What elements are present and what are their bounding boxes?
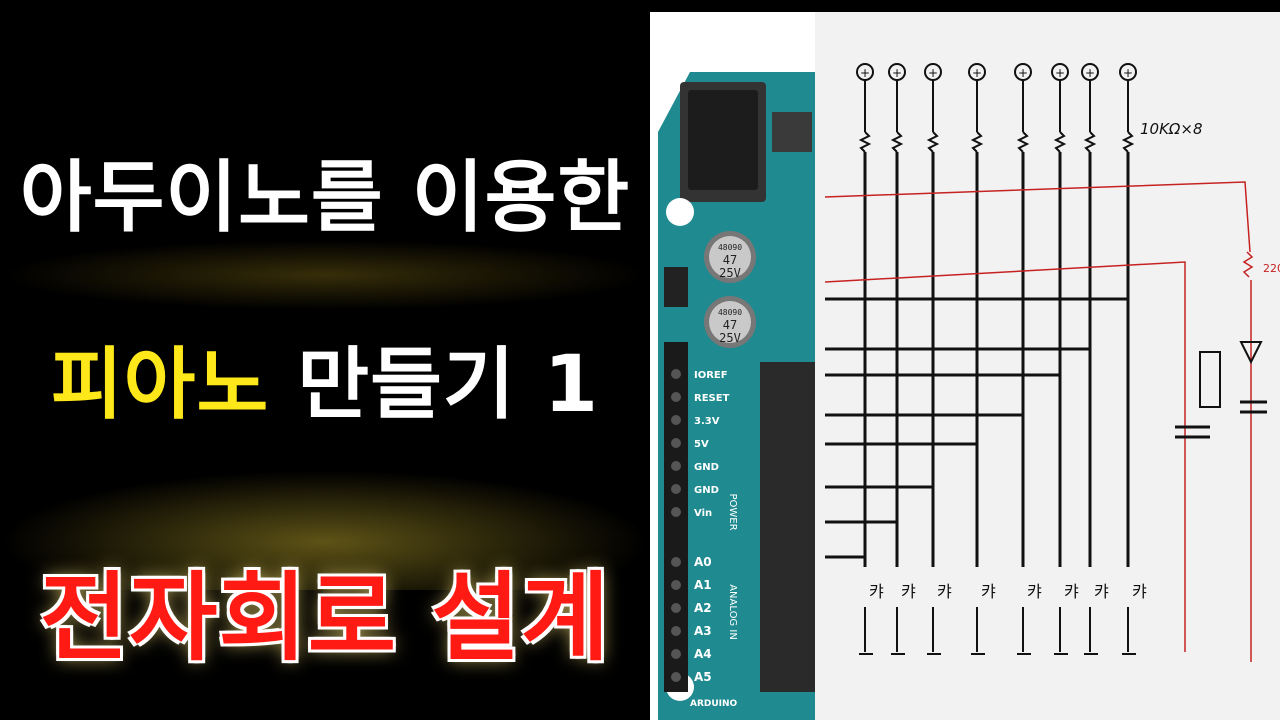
analog-pin-label: A5 <box>694 670 712 684</box>
buzzer-symbol <box>1199 351 1221 408</box>
analog-header-label: ANALOG IN <box>727 584 738 640</box>
resistor-symbol <box>1016 131 1030 153</box>
cap-2-value: 47 <box>723 318 737 332</box>
red-wire-top <box>824 181 1251 253</box>
cap-2-label: 48090 <box>718 308 742 317</box>
power-pin-hole <box>671 392 681 402</box>
diode <box>664 267 688 307</box>
power-pin-hole <box>671 461 681 471</box>
power-pin-hole <box>671 507 681 517</box>
plus-symbol: + <box>928 66 938 80</box>
analog-pin-hole <box>671 649 681 659</box>
power-pin-label: GND <box>694 485 719 496</box>
schematic-sheet: + 캬 + 캬 + 캬 + 캬 + 캬 + 캬 + 캬 + 캬 10KΩ×8 220 <box>815 12 1280 720</box>
row-wire <box>825 485 935 495</box>
schematic-drawing: + 캬 + 캬 + 캬 + 캬 + 캬 + 캬 + 캬 + 캬 10KΩ×8 220 <box>824 63 1280 662</box>
switch-symbol: 캬 <box>869 582 884 601</box>
power-pin-label: 5V <box>694 439 709 450</box>
row-wire <box>825 297 1130 307</box>
power-pin-labels: IOREF RESET 3.3V 5V GND GND Vin <box>671 369 730 519</box>
resistor-symbol <box>1083 131 1097 153</box>
cap-1-value: 47 <box>723 253 737 267</box>
analog-pin-label: A3 <box>694 624 712 638</box>
switch-symbol: 캬 <box>1027 582 1042 601</box>
power-pin-label: Vin <box>694 508 712 519</box>
power-pin-label: GND <box>694 462 719 473</box>
led-resistor-note: 220 <box>1263 262 1280 275</box>
plus-symbol: + <box>1018 66 1028 80</box>
analog-pin-label: A0 <box>694 555 712 569</box>
brand-label: ARDUINO <box>690 699 738 709</box>
power-header-label: POWER <box>727 493 738 530</box>
cap-2-volt: 25V <box>719 331 741 345</box>
schematic-wires: + 캬 + 캬 + 캬 + 캬 + 캬 + 캬 + 캬 + 캬 <box>824 63 1267 662</box>
resistor-symbol <box>1121 131 1135 153</box>
red-wire-mid <box>824 261 1186 652</box>
analog-pin-hole <box>671 603 681 613</box>
switch-symbol: 캬 <box>937 582 952 601</box>
plus-symbol: + <box>892 66 902 80</box>
title-panel: 아두이노를 이용한 피아노 만들기 1 전자회로 설계 <box>0 153 650 674</box>
mount-hole-1 <box>666 198 694 226</box>
title-line-2: 피아노 만들기 1 <box>0 322 650 434</box>
glow-band-bottom <box>0 470 650 590</box>
switch-symbol: 캬 <box>981 582 996 601</box>
title-line-1: 아두이노를 이용한 <box>19 153 631 243</box>
plus-symbol: + <box>1123 66 1133 80</box>
atmega-chip <box>760 362 815 692</box>
analog-pin-hole <box>671 580 681 590</box>
arduino-board-drawing: 48090 47 25V 48090 47 25V IOREF RESET 3.3V… <box>658 72 818 720</box>
resistor-symbol <box>858 131 872 153</box>
power-pin-hole <box>671 438 681 448</box>
arduino-board-photo: 48090 47 25V 48090 47 25V IOREF RESET 3.3V… <box>650 12 818 720</box>
plus-symbol: + <box>1055 66 1065 80</box>
row-wire <box>825 373 1062 383</box>
power-pin-label: IOREF <box>694 370 728 381</box>
resistor-note: 10KΩ×8 <box>1140 120 1203 138</box>
cap-1-label: 48090 <box>718 243 742 252</box>
led-symbol <box>1239 341 1263 365</box>
analog-pin-label: A1 <box>694 578 712 592</box>
analog-pin-hole <box>671 557 681 567</box>
regulator <box>772 112 812 152</box>
row-wire <box>825 520 899 530</box>
row-wire <box>825 442 979 452</box>
power-pin-label: RESET <box>694 393 730 404</box>
switch-symbol: 캬 <box>1094 582 1109 601</box>
cap-1-volt: 25V <box>719 266 741 280</box>
resistor-symbol <box>890 131 904 153</box>
title-line-3: 전자회로 설계 <box>39 562 611 674</box>
analog-pin-label: A4 <box>694 647 712 661</box>
plus-symbol: + <box>1085 66 1095 80</box>
power-pin-hole <box>671 415 681 425</box>
resistor-symbol <box>1053 131 1067 153</box>
switch-symbol: 캬 <box>901 582 916 601</box>
analog-pin-hole <box>671 626 681 636</box>
power-pin-hole <box>671 484 681 494</box>
power-pin-label: 3.3V <box>694 416 720 427</box>
row-wire <box>825 555 867 565</box>
analog-pin-label: A2 <box>694 601 712 615</box>
title-highlight: 피아노 <box>50 340 270 430</box>
plus-symbol: + <box>972 66 982 80</box>
analog-pin-hole <box>671 672 681 682</box>
switch-symbol: 캬 <box>1064 582 1079 601</box>
resistor-symbol <box>970 131 984 153</box>
title-rest: 만들기 1 <box>297 340 600 430</box>
row-wire <box>825 413 1025 423</box>
power-pin-hole <box>671 369 681 379</box>
switch-symbol: 캬 <box>1132 582 1147 601</box>
led-resistor-symbol <box>1242 251 1254 278</box>
glow-band-top <box>0 240 650 310</box>
resistor-symbol <box>926 131 940 153</box>
plus-symbol: + <box>860 66 870 80</box>
row-wire <box>825 347 1092 357</box>
